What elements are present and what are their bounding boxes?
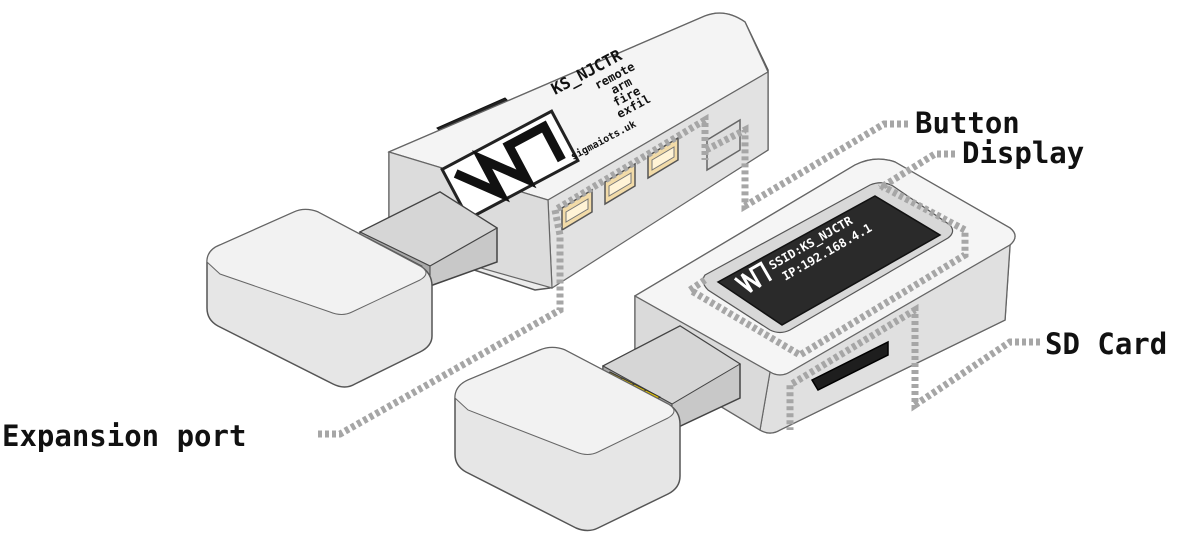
sd-card-slot <box>810 340 889 391</box>
left-device: KS_NJCTR remote arm fire exfil sigmaiots… <box>206 12 769 388</box>
usb-cap-right <box>454 346 681 532</box>
usb-cap-left <box>206 208 433 388</box>
right-device: SSID:KS_NJCTR IP:192.168.4.1 <box>454 158 1016 532</box>
sigmaiots-logo-top <box>440 109 580 221</box>
callout-sd-card: SD Card <box>1045 327 1167 361</box>
leader-expansion-port <box>318 113 709 438</box>
leader-display <box>683 150 969 360</box>
oled-screen <box>716 195 942 326</box>
expansion-port-connectors <box>561 136 679 232</box>
callout-display: Display <box>962 136 1084 170</box>
callout-button: Button <box>915 106 1020 140</box>
sigmaiots-logo-screen <box>733 261 773 293</box>
leader-lines <box>318 113 1040 438</box>
callout-expansion-port: Expansion port <box>2 419 246 453</box>
leader-button <box>704 120 908 213</box>
leader-sd-card <box>786 303 1040 430</box>
